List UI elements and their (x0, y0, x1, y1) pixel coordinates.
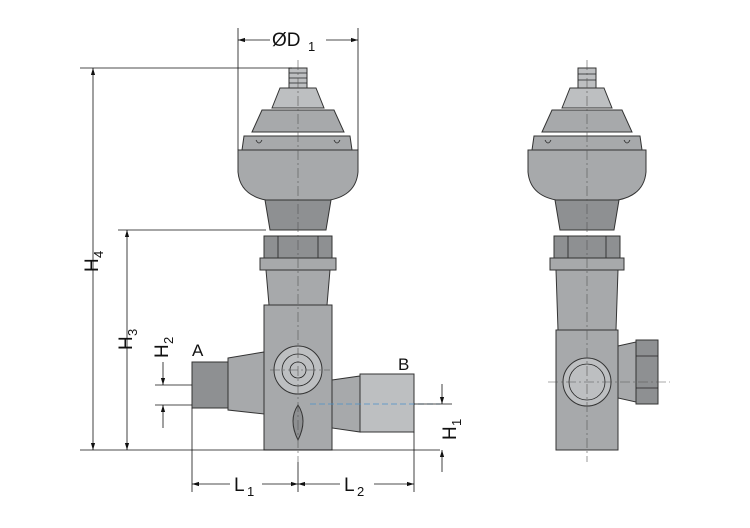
l1-label: L (234, 475, 245, 496)
port-a-inlet (191, 361, 229, 409)
front-view-valve (191, 60, 440, 462)
h3-subscript: 3 (125, 329, 140, 336)
l2-label: L (344, 475, 355, 496)
h1-label: H (440, 426, 461, 440)
h2-label: H (152, 344, 173, 358)
diameter-subscript: 1 (308, 39, 315, 54)
l1-subscript: 1 (247, 484, 254, 499)
dimensions: ØD 1 H 4 H 3 H 2 H 1 (80, 28, 464, 499)
side-view-valve (527, 60, 670, 462)
h3-label: H (116, 336, 137, 350)
diameter-label: ØD (272, 30, 301, 51)
h4-subscript: 4 (91, 251, 106, 258)
port-a-label: A (192, 341, 204, 360)
h2-subscript: 2 (161, 337, 176, 344)
h4-label: H (82, 258, 103, 272)
port-b-label: B (398, 355, 409, 374)
l2-subscript: 2 (357, 484, 364, 499)
h1-subscript: 1 (449, 419, 464, 426)
actuator-neck (264, 199, 332, 231)
